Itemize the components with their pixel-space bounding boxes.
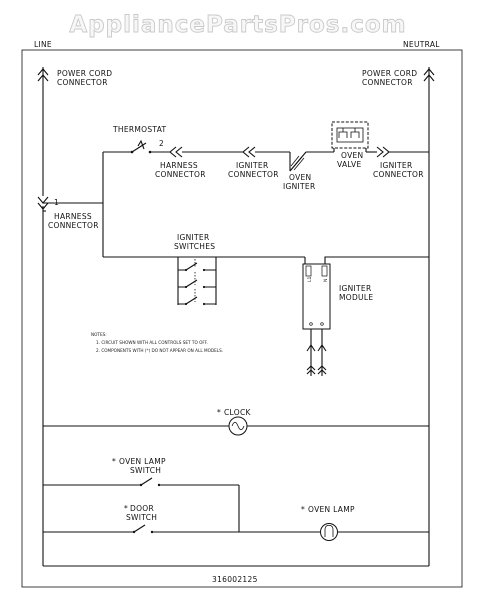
svg-text:CLOCK: CLOCK	[224, 408, 251, 417]
svg-text:CONNECTOR: CONNECTOR	[155, 170, 206, 179]
svg-text:OVEN LAMP: OVEN LAMP	[119, 457, 166, 466]
svg-text:IGNITER: IGNITER	[380, 161, 412, 170]
igniter-module: L1 N IGNITER MODULE	[302, 256, 429, 376]
neutral-rail	[423, 67, 435, 566]
oven-igniter: OVEN IGNITER	[283, 151, 315, 191]
harness-connector-left: 1 HARNESS CONNECTOR	[37, 196, 99, 230]
line-label: LINE	[34, 40, 52, 49]
svg-text:SWITCH: SWITCH	[130, 466, 161, 475]
svg-text:THERMOSTAT: THERMOSTAT	[112, 125, 167, 134]
svg-text:HARNESS: HARNESS	[54, 212, 92, 221]
svg-text:OVEN: OVEN	[289, 173, 311, 182]
svg-text:OVEN: OVEN	[341, 151, 363, 160]
power-cord-connector-left-label: POWER CORD CONNECTOR	[57, 69, 112, 87]
clock-asterisk: *	[217, 408, 221, 417]
svg-text:IGNITER: IGNITER	[177, 233, 209, 242]
svg-text:POWER CORD: POWER CORD	[57, 69, 112, 78]
svg-text:IGNITER: IGNITER	[339, 284, 371, 293]
door-switch: * DOOR SWITCH	[43, 504, 239, 534]
svg-text:SWITCHES: SWITCHES	[174, 242, 215, 251]
svg-text:POWER CORD: POWER CORD	[362, 69, 417, 78]
neutral-label: NEUTRAL	[403, 40, 440, 49]
svg-text:NOTES:: NOTES:	[91, 332, 107, 337]
svg-text:MODULE: MODULE	[339, 293, 373, 302]
svg-text:CONNECTOR: CONNECTOR	[373, 170, 424, 179]
oven-lamp-asterisk: *	[301, 505, 305, 514]
oven-lamp: * OVEN LAMP	[301, 505, 355, 541]
svg-text:OVEN LAMP: OVEN LAMP	[308, 505, 355, 514]
part-number: 316002125	[212, 575, 258, 584]
clock: * CLOCK	[43, 408, 429, 436]
svg-text:SWITCH: SWITCH	[126, 513, 157, 522]
svg-text:CONNECTOR: CONNECTOR	[362, 78, 413, 87]
svg-text:HARNESS: HARNESS	[160, 161, 198, 170]
svg-text:L1: L1	[307, 276, 313, 282]
svg-text:IGNITER: IGNITER	[236, 161, 268, 170]
line-rail	[37, 67, 49, 566]
svg-text:IGNITER: IGNITER	[283, 182, 315, 191]
svg-text:DOOR: DOOR	[130, 504, 154, 513]
svg-text:2. COMPONENTS WITH (*) DO NOT: 2. COMPONENTS WITH (*) DO NOT APPEAR ON …	[96, 348, 223, 353]
oven-lamp-switch: * OVEN LAMP SWITCH	[43, 457, 239, 487]
svg-text:CONNECTOR: CONNECTOR	[48, 221, 99, 230]
harness-connector-top: HARNESS CONNECTOR	[155, 146, 206, 179]
oven-valve: OVEN VALVE	[331, 121, 369, 169]
igniter-connector-mid: IGNITER CONNECTOR	[228, 146, 279, 179]
svg-text:1. CIRCUIT SHOWN WITH ALL CONT: 1. CIRCUIT SHOWN WITH ALL CONTROLS SET T…	[96, 340, 208, 345]
power-cord-connector-right-label: POWER CORD CONNECTOR	[362, 69, 417, 87]
watermark: AppliancePartsPros.com	[69, 12, 406, 38]
svg-text:N: N	[323, 279, 329, 282]
svg-text:CONNECTOR: CONNECTOR	[228, 170, 279, 179]
door-switch-asterisk: *	[124, 504, 128, 513]
notes: NOTES: 1. CIRCUIT SHOWN WITH ALL CONTROL…	[91, 332, 223, 353]
igniter-switches: IGNITER SWITCHES	[103, 233, 305, 306]
svg-text:CONNECTOR: CONNECTOR	[57, 78, 108, 87]
thermostat-pin-label: 2	[159, 139, 164, 148]
svg-text:VALVE: VALVE	[337, 160, 362, 169]
lamp-circuit-wire	[238, 485, 429, 533]
diagram-frame	[21, 49, 463, 588]
thermostat: THERMOSTAT 2	[112, 125, 167, 154]
oven-lamp-switch-asterisk: *	[112, 457, 116, 466]
